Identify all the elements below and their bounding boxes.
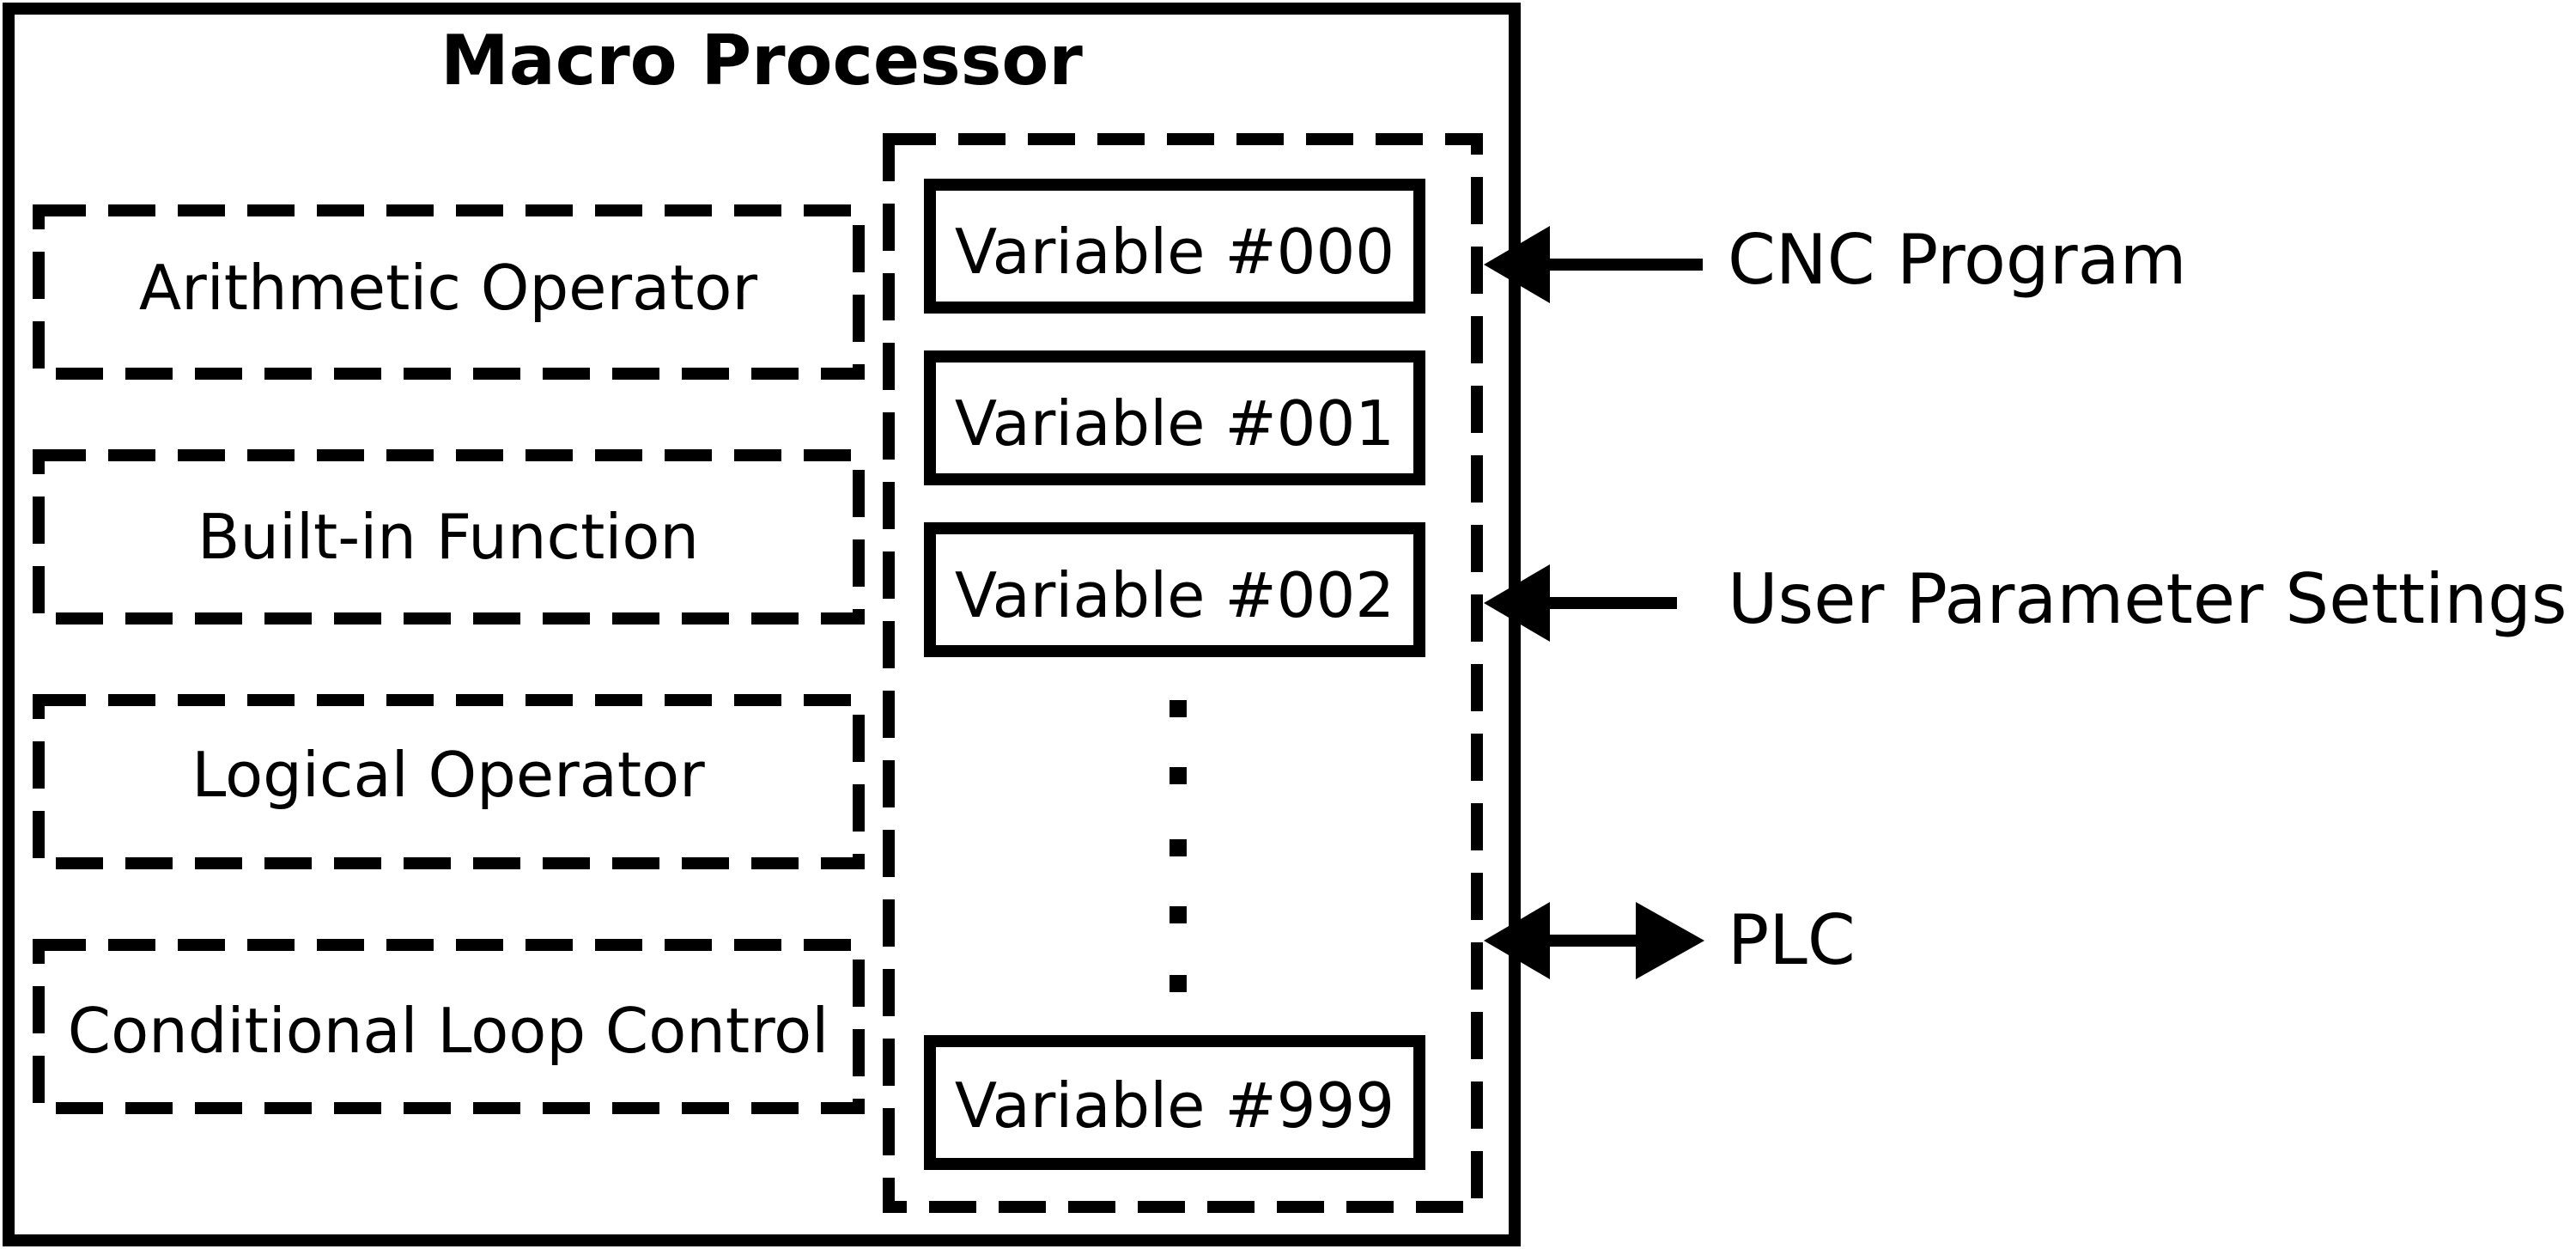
variable-memory-region: [883, 133, 1483, 1213]
external-source-plc: PLC: [1728, 900, 1856, 980]
variable-box-000: Variable #000: [924, 179, 1425, 314]
variable-label: Variable #999: [955, 1069, 1394, 1142]
variable-box-001: Variable #001: [924, 350, 1425, 485]
variable-box-002: Variable #002: [924, 522, 1425, 657]
variable-box-999: Variable #999: [924, 1035, 1425, 1170]
variable-label: Variable #000: [955, 216, 1394, 288]
function-block-label: Conditional Loop Control: [68, 995, 829, 1067]
macro-processor-title: Macro Processor: [440, 21, 1083, 101]
variable-label: Variable #002: [955, 559, 1394, 631]
arrow-plc-bidirectional: [1484, 902, 1704, 979]
function-block-logical: Logical Operator: [33, 694, 865, 869]
macro-processor-box: [3, 3, 1521, 1246]
function-block-label: Logical Operator: [191, 739, 705, 811]
function-block-arithmetic: Arithmetic Operator: [33, 204, 865, 380]
function-block-label: Built-in Function: [197, 501, 699, 573]
arrow-user-parameter-settings: [1484, 564, 1677, 642]
arrow-cnc-program: [1484, 226, 1703, 303]
variable-label: Variable #001: [955, 387, 1394, 460]
function-block-label: Arithmetic Operator: [139, 252, 758, 324]
function-block-builtin: Built-in Function: [33, 449, 865, 624]
external-source-cnc-program: CNC Program: [1728, 220, 2187, 300]
ellipsis-dots: [1170, 700, 1187, 992]
function-block-conditional: Conditional Loop Control: [33, 939, 865, 1114]
external-source-user-parameter-settings: User Parameter Settings: [1728, 559, 2567, 639]
